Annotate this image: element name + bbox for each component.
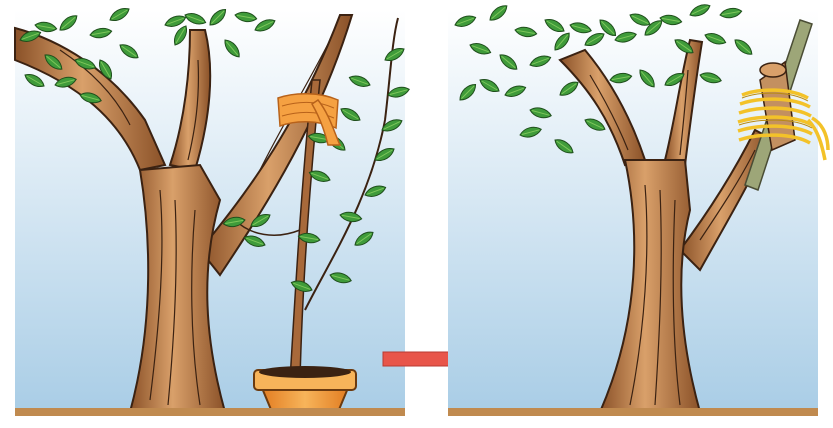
ground bbox=[15, 408, 405, 416]
panel-before bbox=[15, 5, 410, 416]
ground bbox=[448, 408, 818, 416]
flower-pot bbox=[254, 366, 356, 412]
panel-after bbox=[448, 2, 828, 416]
